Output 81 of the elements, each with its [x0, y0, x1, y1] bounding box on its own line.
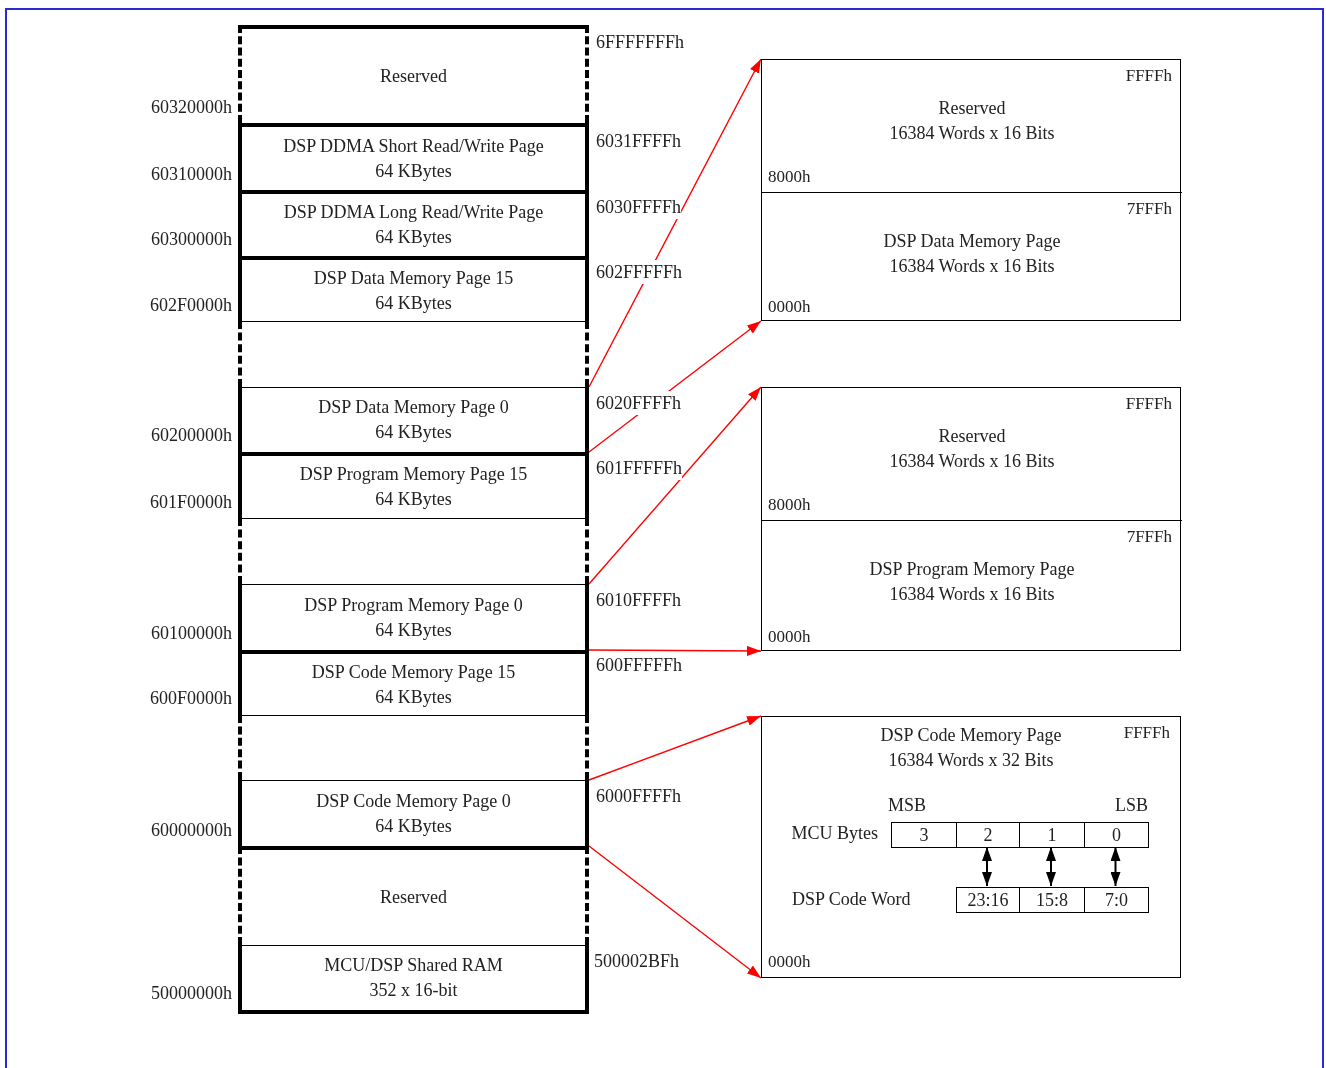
- region-name: DSP DDMA Short Read/Write Page: [283, 134, 544, 158]
- region-name: DSP Data Memory Page 0: [318, 396, 509, 419]
- memory-region: [238, 846, 589, 945]
- address-label: 0000h: [768, 626, 811, 646]
- page-size: 16384 Words x 16 Bits: [889, 450, 1055, 473]
- byte-cell: [1019, 887, 1085, 913]
- page-title: Reserved: [938, 97, 1006, 120]
- memory-region: [238, 452, 589, 518]
- double-arrow: [1046, 846, 1056, 887]
- unused-region: [238, 321, 589, 387]
- byte-cell: [956, 887, 1020, 913]
- address-label: 6020FFFFh: [596, 391, 682, 415]
- byte-cell: [891, 822, 957, 848]
- memory-page-section: [761, 716, 1181, 978]
- address-label: FFFFh: [1125, 394, 1172, 413]
- page-title: DSP Data Memory Page: [883, 230, 1061, 253]
- region-size: 64 KBytes: [375, 488, 452, 511]
- page-size: 16384 Words x 16 Bits: [889, 122, 1055, 145]
- region-size: 352 x 16-bit: [369, 979, 458, 1002]
- address-label: FFFFh: [1123, 723, 1170, 742]
- cell-value: 0: [1112, 826, 1121, 844]
- region-name: MCU/DSP Shared RAM: [324, 954, 503, 977]
- cell-value: 15:8: [1036, 891, 1068, 909]
- address-label: 7FFFh: [1126, 199, 1172, 218]
- region-name: DSP Code Memory Page 15: [311, 660, 516, 684]
- address-label: 602FFFFFh: [596, 260, 683, 284]
- address-label: 8000h: [768, 166, 811, 186]
- memory-page-box: [761, 387, 1181, 651]
- memory-region: [238, 190, 589, 256]
- memory-region: [238, 25, 589, 123]
- mapping-arrow: [588, 645, 762, 656]
- address-label: 0000h: [768, 951, 811, 971]
- page-size: 16384 Words x 16 Bits: [889, 255, 1055, 278]
- address-label: 8000h: [768, 494, 811, 514]
- memory-region: [238, 387, 589, 452]
- memory-region: [238, 945, 589, 1014]
- region-name: DSP Program Memory Page 15: [299, 463, 528, 486]
- region-size: 64 KBytes: [375, 226, 452, 249]
- byte-cell: [1084, 887, 1149, 913]
- address-label: FFFFh: [1125, 66, 1172, 85]
- mapping-arrow: [588, 845, 762, 979]
- memory-region: [238, 123, 589, 190]
- page-size: 16384 Words x 32 Bits: [888, 749, 1054, 772]
- cell-value: 2: [983, 826, 993, 844]
- page-title: DSP Program Memory Page: [869, 558, 1075, 581]
- region-name: DSP Code Memory Page 0: [316, 789, 511, 813]
- region-size: 64 KBytes: [375, 618, 452, 642]
- region-size: 64 KBytes: [375, 291, 452, 315]
- region-name: DSP DDMA Long Read/Write Page: [283, 201, 544, 224]
- region-size: 64 KBytes: [375, 421, 452, 444]
- region-size: 64 KBytes: [375, 814, 452, 838]
- memory-page-box: [761, 59, 1181, 321]
- memory-region: [238, 584, 589, 650]
- memory-region: [238, 256, 589, 321]
- memory-region: [238, 780, 589, 846]
- mapping-arrow: [588, 386, 762, 585]
- byte-cell: [1019, 822, 1085, 848]
- mapping-arrow: [588, 58, 762, 388]
- double-arrow: [982, 846, 992, 887]
- cell-value: 7:0: [1105, 891, 1128, 909]
- region-size: 64 KBytes: [375, 685, 452, 709]
- byte-cell: [956, 822, 1020, 848]
- cell-value: 3: [919, 826, 929, 844]
- page-size: 16384 Words x 16 Bits: [889, 583, 1055, 606]
- region-name: DSP Data Memory Page 15: [313, 266, 514, 290]
- mapping-arrow: [588, 715, 762, 781]
- cell-value: 23:16: [967, 891, 1009, 909]
- region-size: 64 KBytes: [375, 159, 452, 183]
- address-label: 0000h: [768, 296, 811, 316]
- page-title: Reserved: [938, 425, 1006, 448]
- region-name: DSP Program Memory Page 0: [304, 593, 523, 617]
- region-name: Reserved: [380, 886, 447, 909]
- address-label: 7FFFh: [1126, 527, 1172, 546]
- unused-region: [238, 715, 589, 780]
- byte-cell: [1084, 822, 1149, 848]
- cell-value: 1: [1047, 826, 1057, 844]
- page-title: DSP Code Memory Page: [880, 724, 1062, 747]
- unused-region: [238, 518, 589, 584]
- double-arrow: [1110, 846, 1121, 887]
- region-name: Reserved: [380, 64, 447, 88]
- memory-region: [238, 650, 589, 715]
